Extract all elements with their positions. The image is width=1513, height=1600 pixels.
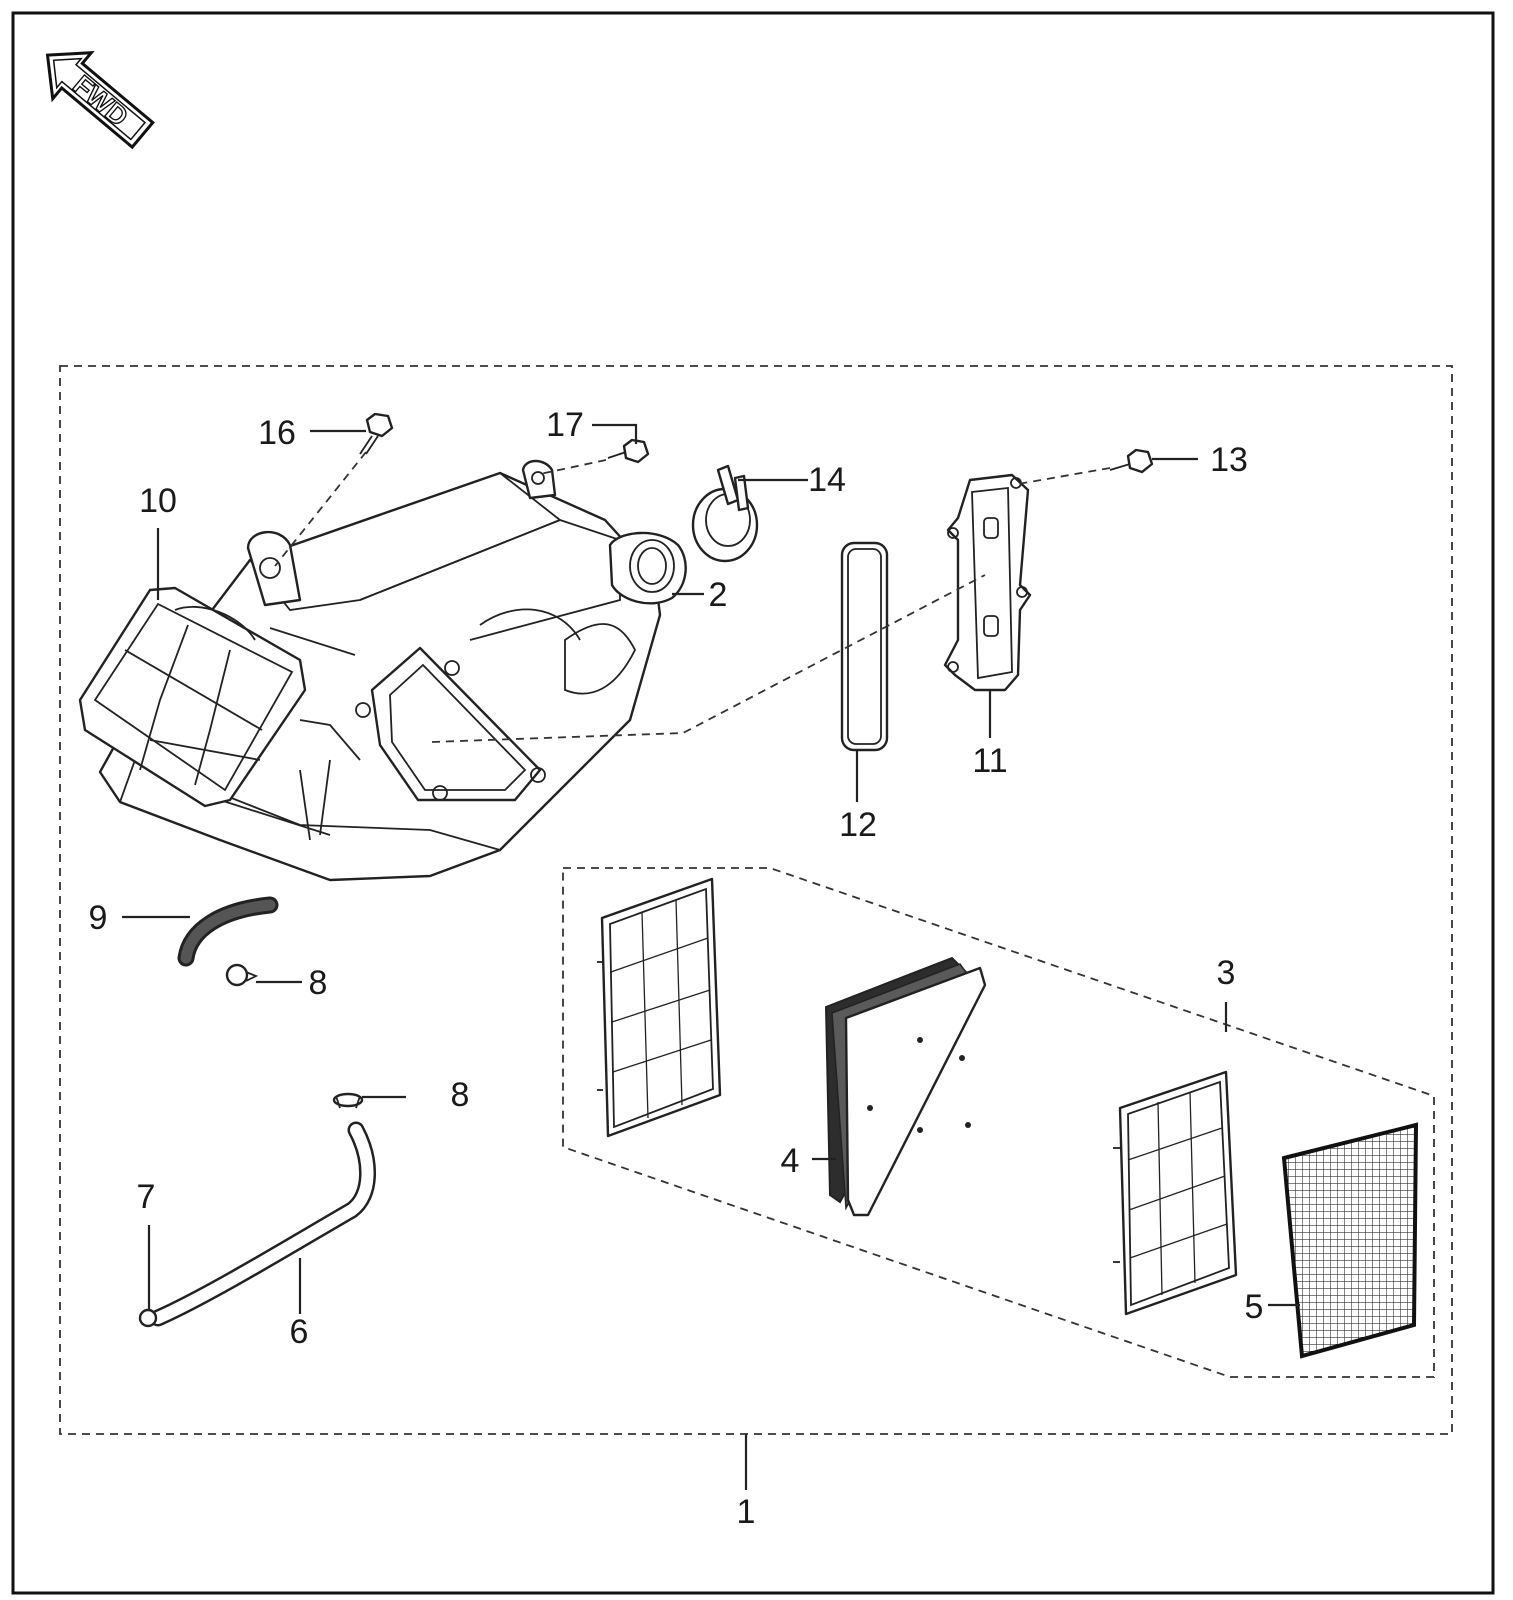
callout-14: 14 (808, 461, 846, 499)
outer-frame (11, 11, 1495, 1595)
bolt-17 (607, 438, 650, 464)
assembly-1-boundary (59, 365, 1453, 1435)
callout-11: 11 (972, 742, 1007, 780)
callout-1: 1 (737, 1493, 756, 1531)
mesh-screen-5 (1281, 1122, 1419, 1359)
callout-3: 3 (1217, 954, 1236, 992)
filter-grid-right (1113, 1070, 1238, 1316)
filter-element-4 (824, 956, 987, 1217)
callout-10: 10 (139, 482, 177, 520)
callout-5: 5 (1245, 1288, 1264, 1326)
clip-8-upper (225, 963, 259, 987)
filter-grid-left (597, 877, 722, 1138)
callout-7: 7 (137, 1178, 156, 1216)
drain-plug-7 (138, 1308, 158, 1328)
dashed-line-17 (539, 459, 607, 475)
callout-6: 6 (290, 1313, 309, 1351)
callout-17: 17 (546, 406, 584, 444)
callout-8-upper: 8 (309, 964, 328, 1002)
dashed-line-13 (1017, 467, 1111, 485)
callout-16: 16 (258, 414, 296, 452)
leader-17 (592, 423, 638, 444)
dashed-line-11 (431, 574, 986, 743)
drain-hose-6 (149, 1121, 376, 1327)
forward-arrow-icon: FWD (45, 51, 155, 150)
callout-9: 9 (89, 899, 108, 937)
bolt-16 (359, 412, 394, 455)
clip-8-lower (332, 1092, 364, 1109)
bolt-13 (1109, 448, 1154, 474)
callout-12: 12 (839, 806, 877, 844)
cover-11 (943, 473, 1032, 692)
dashed-line-16 (274, 451, 367, 567)
air-cleaner-case (78, 459, 687, 882)
gasket-12 (840, 541, 889, 752)
callout-2: 2 (709, 576, 728, 614)
callout-8-lower: 8 (451, 1076, 470, 1114)
clamp-14 (691, 464, 759, 563)
assembly-3-boundary (562, 867, 1435, 1378)
callout-4: 4 (781, 1142, 800, 1180)
callout-13: 13 (1210, 441, 1248, 479)
hose-9 (177, 896, 279, 967)
